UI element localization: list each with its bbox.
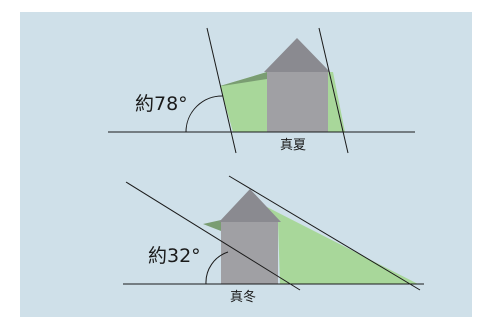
winter-angle-label: 約32°	[148, 245, 201, 267]
summer-angle-label: 約78°	[135, 93, 188, 115]
winter-season-label: 真冬	[230, 289, 256, 305]
summer-angle-arc	[185, 95, 224, 133]
summer-house-roof	[264, 38, 330, 72]
winter-scene: 約32° 真冬	[123, 175, 424, 305]
winter-sun-ray-right	[228, 175, 421, 291]
summer-scene: 約78° 真夏	[108, 27, 415, 154]
winter-eave-shadow	[203, 220, 221, 231]
winter-house-wall	[221, 222, 278, 284]
winter-house-roof	[219, 189, 281, 222]
summer-house-wall	[267, 72, 328, 132]
winter-sun-ray-left	[125, 181, 301, 291]
winter-angle-arc	[205, 251, 229, 285]
winter-shadow	[263, 205, 418, 284]
summer-eave-shadow	[220, 72, 267, 86]
summer-season-label: 真夏	[280, 138, 306, 153]
summer-shadow-left	[220, 72, 267, 132]
